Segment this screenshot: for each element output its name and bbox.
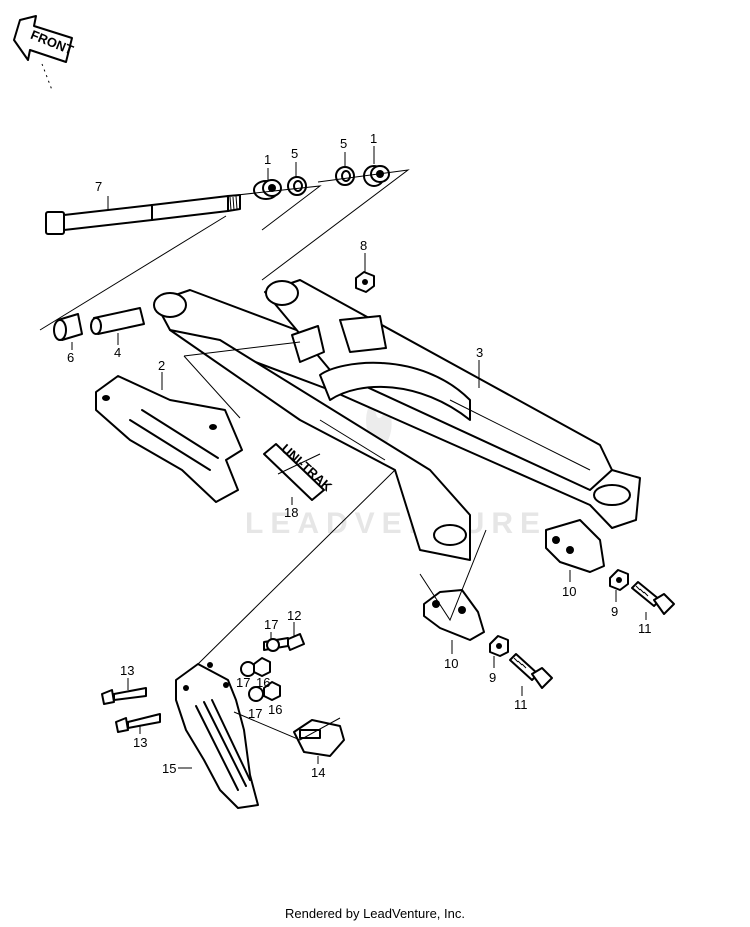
callout-11: 11 — [514, 697, 528, 712]
adjuster-bolt-11-left — [509, 653, 553, 689]
front-arrow-icon: FRONT — [13, 15, 76, 91]
callout-10: 10 — [562, 584, 576, 599]
guide-plate — [293, 719, 345, 757]
chain-adjuster-left — [423, 589, 485, 641]
nut-8 — [355, 271, 375, 293]
callout-13: 13 — [133, 735, 147, 750]
callout-1: 1 — [264, 152, 271, 167]
collar-1-left — [253, 179, 282, 200]
callout-14: 14 — [311, 765, 325, 780]
callout-7: 7 — [95, 179, 102, 194]
callout-3: 3 — [476, 345, 483, 360]
callout-18: 18 — [284, 505, 298, 520]
bolt-13-upper — [101, 687, 147, 705]
nut-16-upper — [253, 657, 271, 677]
callout-17: 17 — [236, 675, 250, 690]
bolt-13-lower — [115, 713, 161, 733]
callout-2: 2 — [158, 358, 165, 373]
callout-12: 12 — [287, 608, 301, 623]
callout-17: 17 — [248, 706, 262, 721]
watermark-text: LEADVENTURE — [245, 507, 547, 540]
callout-8: 8 — [360, 238, 367, 253]
callout-1: 1 — [370, 131, 377, 146]
nut-9-left — [489, 635, 509, 657]
chain-slipper — [95, 375, 243, 503]
collar-1-right — [363, 165, 390, 187]
callout-6: 6 — [67, 350, 74, 365]
callout-10: 10 — [444, 656, 458, 671]
pivot-shaft — [45, 194, 241, 235]
nut-9-right — [609, 569, 629, 591]
washer-5-right — [335, 166, 355, 186]
callout-11: 11 — [638, 621, 652, 636]
nut-16-lower — [263, 681, 281, 701]
washer-17-mid — [240, 661, 256, 677]
chain-adjuster-right — [545, 519, 605, 573]
chain-guide — [175, 662, 259, 809]
callout-16: 16 — [256, 675, 270, 690]
callout-9: 9 — [489, 670, 496, 685]
callouts: 7 1 5 5 1 8 3 6 4 2 18 10 9 11 10 9 11 1… — [67, 131, 652, 780]
uni-trak-decal: UNI-TRAK — [263, 441, 336, 501]
callout-5: 5 — [340, 136, 347, 151]
callout-9: 9 — [611, 604, 618, 619]
callout-4: 4 — [114, 345, 121, 360]
callout-16: 16 — [268, 702, 282, 717]
leader-lines — [39, 146, 647, 769]
swingarm — [153, 279, 641, 561]
callout-5: 5 — [291, 146, 298, 161]
footer-credit: Rendered by LeadVenture, Inc. — [285, 906, 465, 921]
washer-17-upper — [266, 638, 280, 652]
callout-13: 13 — [120, 663, 134, 678]
callout-17: 17 — [264, 617, 278, 632]
sleeve-4 — [90, 307, 145, 335]
adjuster-bolt-11-right — [631, 581, 675, 615]
washer-5-left — [287, 176, 307, 196]
callout-15: 15 — [162, 761, 176, 776]
bushing-6 — [53, 313, 83, 341]
